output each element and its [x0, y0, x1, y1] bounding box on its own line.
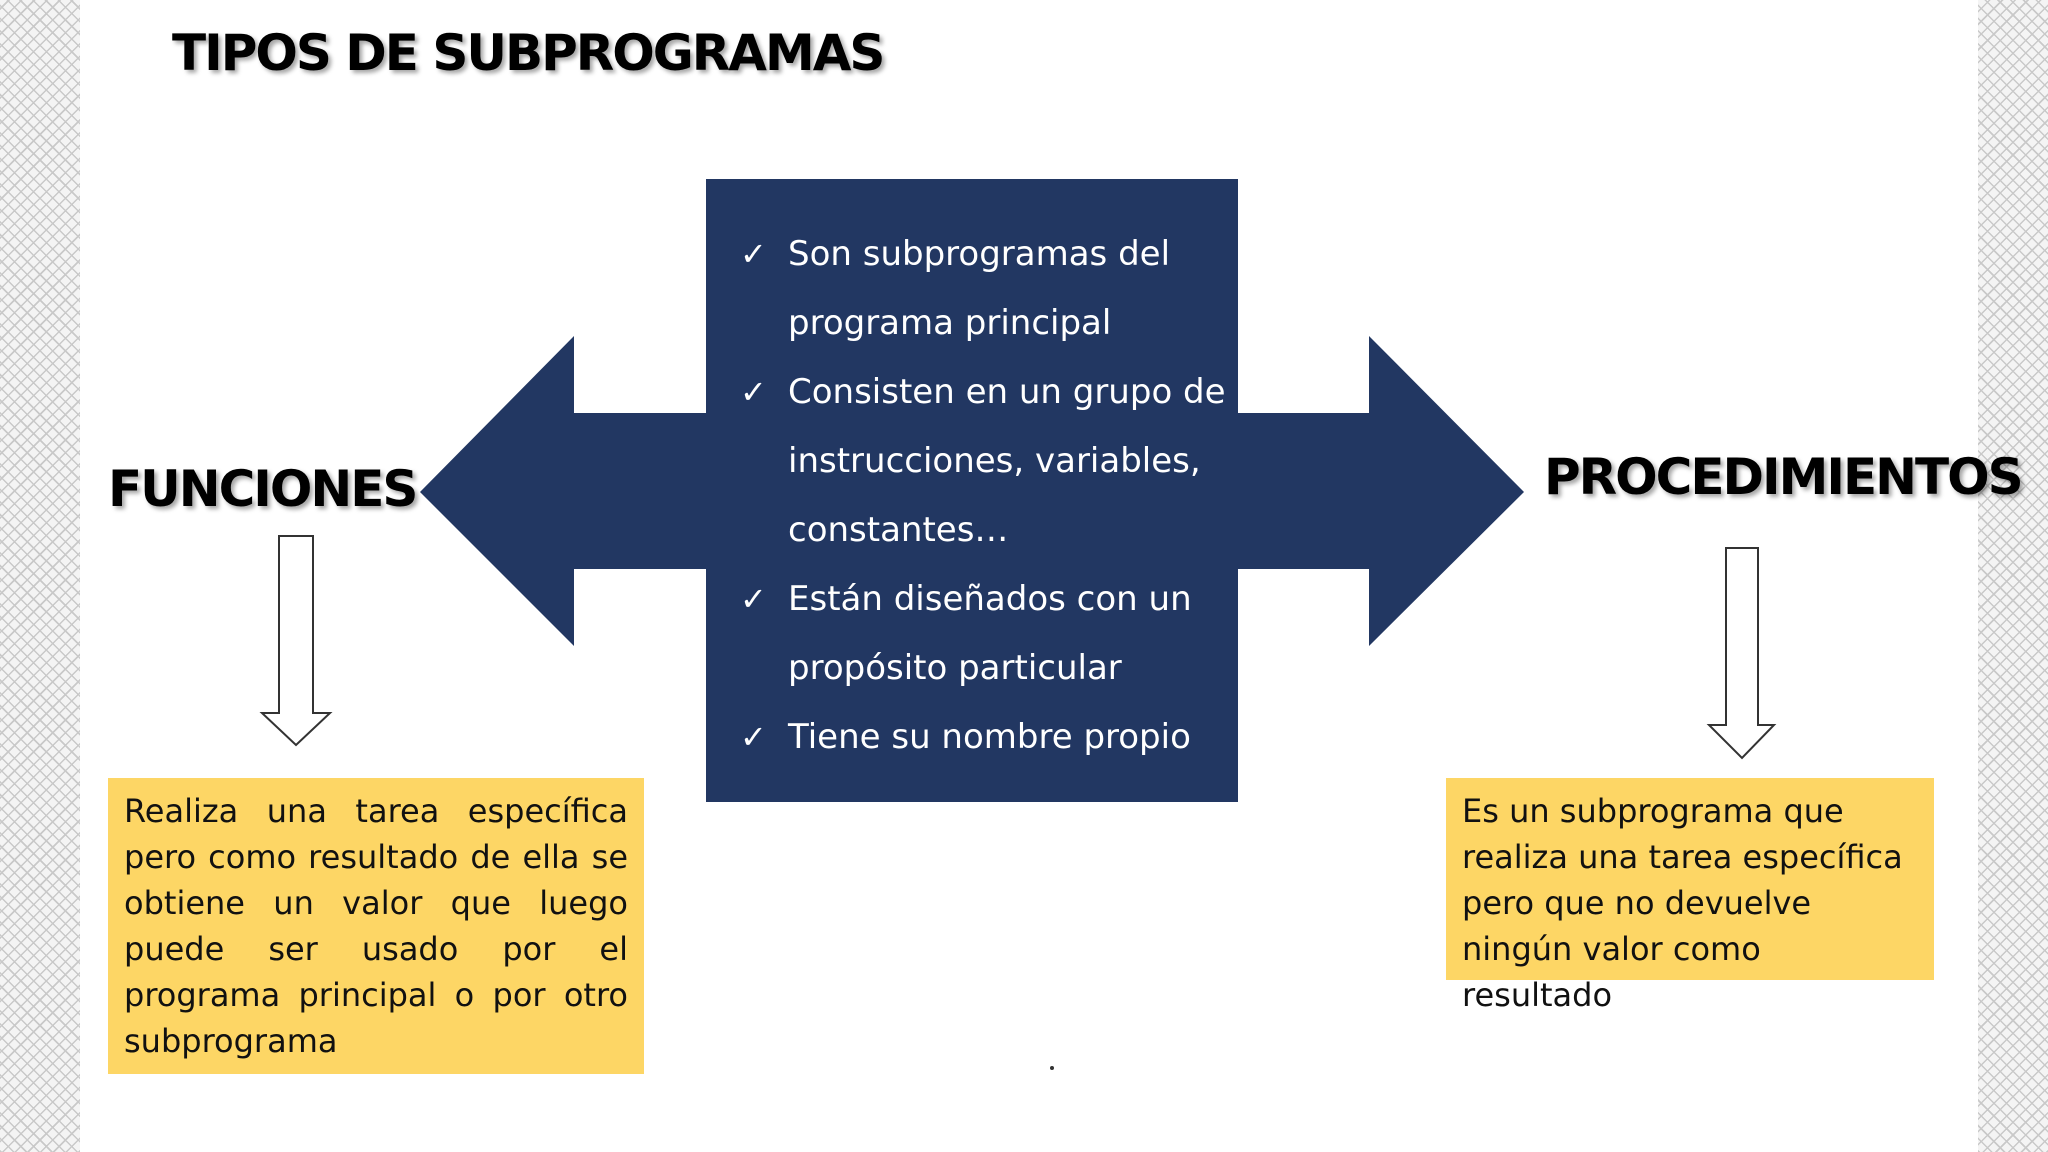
checklist-item: ✓ Tiene su nombre propio — [738, 703, 1238, 772]
checklist-item: ✓ Están diseñados con un propósito parti… — [738, 565, 1238, 703]
stray-dot — [1050, 1066, 1054, 1070]
procedimientos-label: PROCEDIMIENTOS — [1544, 448, 2024, 506]
checkmark-icon: ✓ — [740, 718, 767, 756]
funciones-label: FUNCIONES — [108, 460, 418, 518]
procedimientos-description-box: Es un subprograma que realiza una tarea … — [1446, 778, 1934, 1014]
checkmark-icon: ✓ — [740, 580, 767, 618]
funciones-description-box: Realiza una tarea específica pero como r… — [108, 778, 644, 1074]
checklist-item-text: Son subprogramas del programa principal — [788, 234, 1171, 343]
checklist-item-text: Tiene su nombre propio — [788, 717, 1191, 757]
checklist-item-text: Consisten en un grupo de instrucciones, … — [788, 372, 1226, 550]
slide-title: TIPOS DE SUBPROGRAMAS — [172, 24, 885, 82]
funciones-down-arrow — [259, 535, 333, 747]
checklist-item: ✓ Consisten en un grupo de instrucciones… — [738, 358, 1238, 565]
checklist-item-text: Están diseñados con un propósito particu… — [788, 579, 1192, 688]
center-checklist: ✓ Son subprogramas del programa principa… — [738, 220, 1238, 772]
right-pattern-border — [1978, 0, 2048, 1152]
checkmark-icon: ✓ — [740, 373, 767, 411]
funciones-description: Realiza una tarea específica pero como r… — [124, 792, 628, 1060]
procedimientos-description: Es un subprograma que realiza una tarea … — [1462, 792, 1903, 1014]
checklist-item: ✓ Son subprogramas del programa principa… — [738, 220, 1238, 358]
center-box — [706, 179, 1238, 802]
checkmark-icon: ✓ — [740, 235, 767, 273]
procedimientos-down-arrow — [1706, 547, 1777, 760]
left-pattern-border — [0, 0, 80, 1152]
